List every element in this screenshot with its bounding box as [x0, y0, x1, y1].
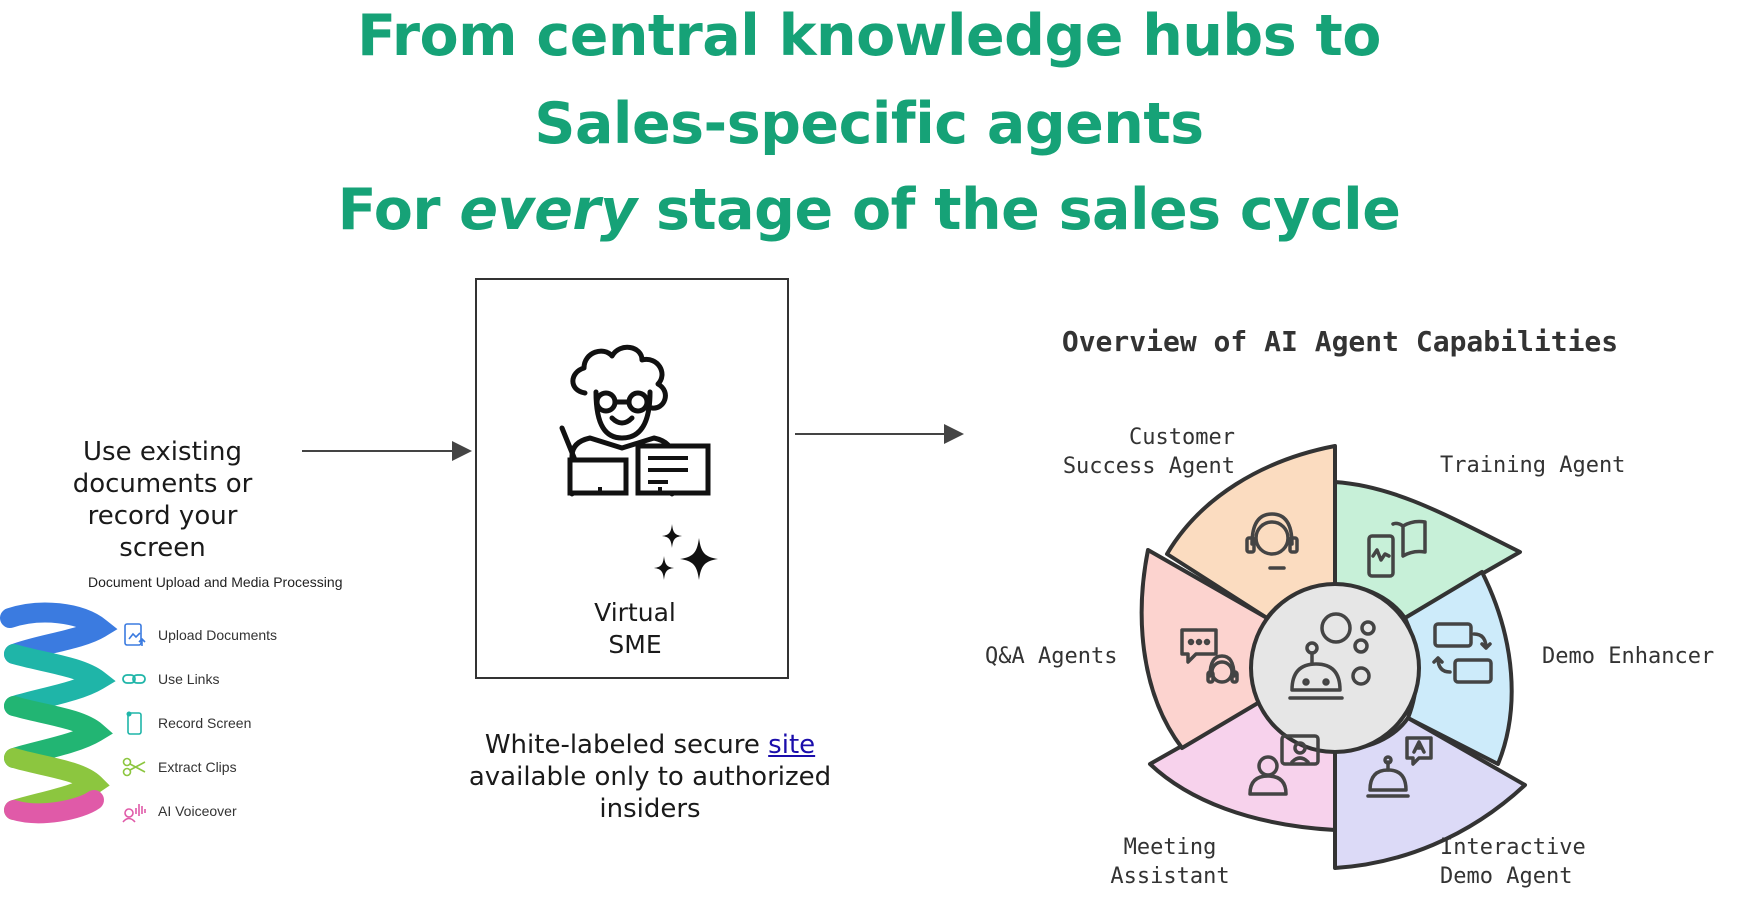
link-icon: [120, 665, 148, 693]
white-label-description: White-labeled secure site available only…: [450, 729, 850, 825]
voiceover-icon: [120, 797, 148, 825]
feature-label: Upload Documents: [158, 627, 278, 643]
scissors-icon: [120, 753, 148, 781]
virtual-sme-label: Virtual SME: [594, 598, 676, 659]
feature-label: Extract Clips: [158, 759, 237, 775]
label-meeting-assistant: Meeting Assistant: [1110, 835, 1230, 889]
label-training-agent: Training Agent: [1440, 453, 1626, 478]
feature-label: Record Screen: [158, 715, 252, 731]
robot-hub-icon: [1288, 612, 1376, 700]
feature-upload-documents: Upload Documents: [120, 620, 277, 650]
chat-support-icon: [1180, 628, 1239, 684]
presenter-icon: [1248, 734, 1320, 796]
left-description: Use existing documents or record your sc…: [72, 437, 253, 563]
label-qa-agents: Q&A Agents: [985, 644, 1118, 669]
feature-record-screen: Record Screen: [120, 708, 251, 738]
headset-icon: [1245, 512, 1299, 570]
feature-ai-voiceover: AI Voiceover: [120, 796, 237, 826]
overview-title: Overview of AI Agent Capabilities: [1061, 325, 1619, 358]
headline-line-3: For every stage of the sales cycle: [0, 182, 1738, 239]
virtual-sme-box: [475, 278, 789, 679]
hub-circle: [1249, 582, 1421, 754]
headline-prefix: For: [337, 177, 441, 243]
mobile-book-icon: [1367, 519, 1427, 578]
upload-document-icon: [120, 621, 148, 649]
feature-use-links: Use Links: [120, 664, 219, 694]
label-customer-success-agent: Customer Success Agent: [1062, 425, 1235, 479]
feature-extract-clips: Extract Clips: [120, 752, 237, 782]
headline-line-2: Sales-specific agents: [534, 91, 1204, 157]
spiral-logo-icon: [0, 602, 118, 824]
headline-emphasis: every: [459, 177, 637, 243]
feature-label: AI Voiceover: [158, 803, 237, 819]
record-screen-icon: [120, 709, 148, 737]
headline-suffix: stage of the sales cycle: [656, 177, 1401, 243]
robot-chat-icon: [1366, 736, 1433, 798]
devices-sync-icon: [1432, 622, 1493, 684]
feature-label: Use Links: [158, 671, 220, 687]
headline-line-1: From central knowledge hubs to: [357, 3, 1381, 69]
label-demo-enhancer: Demo Enhancer: [1542, 644, 1715, 669]
site-link[interactable]: site: [768, 730, 816, 760]
media-processing-caption: Document Upload and Media Processing: [88, 574, 343, 590]
white-label-prefix: White-labeled secure: [484, 730, 760, 760]
label-interactive-demo-agent: Interactive Demo Agent: [1440, 835, 1586, 889]
white-label-suffix: available only to authorized insiders: [468, 762, 832, 824]
segment-interactive-demo: [1333, 716, 1527, 870]
